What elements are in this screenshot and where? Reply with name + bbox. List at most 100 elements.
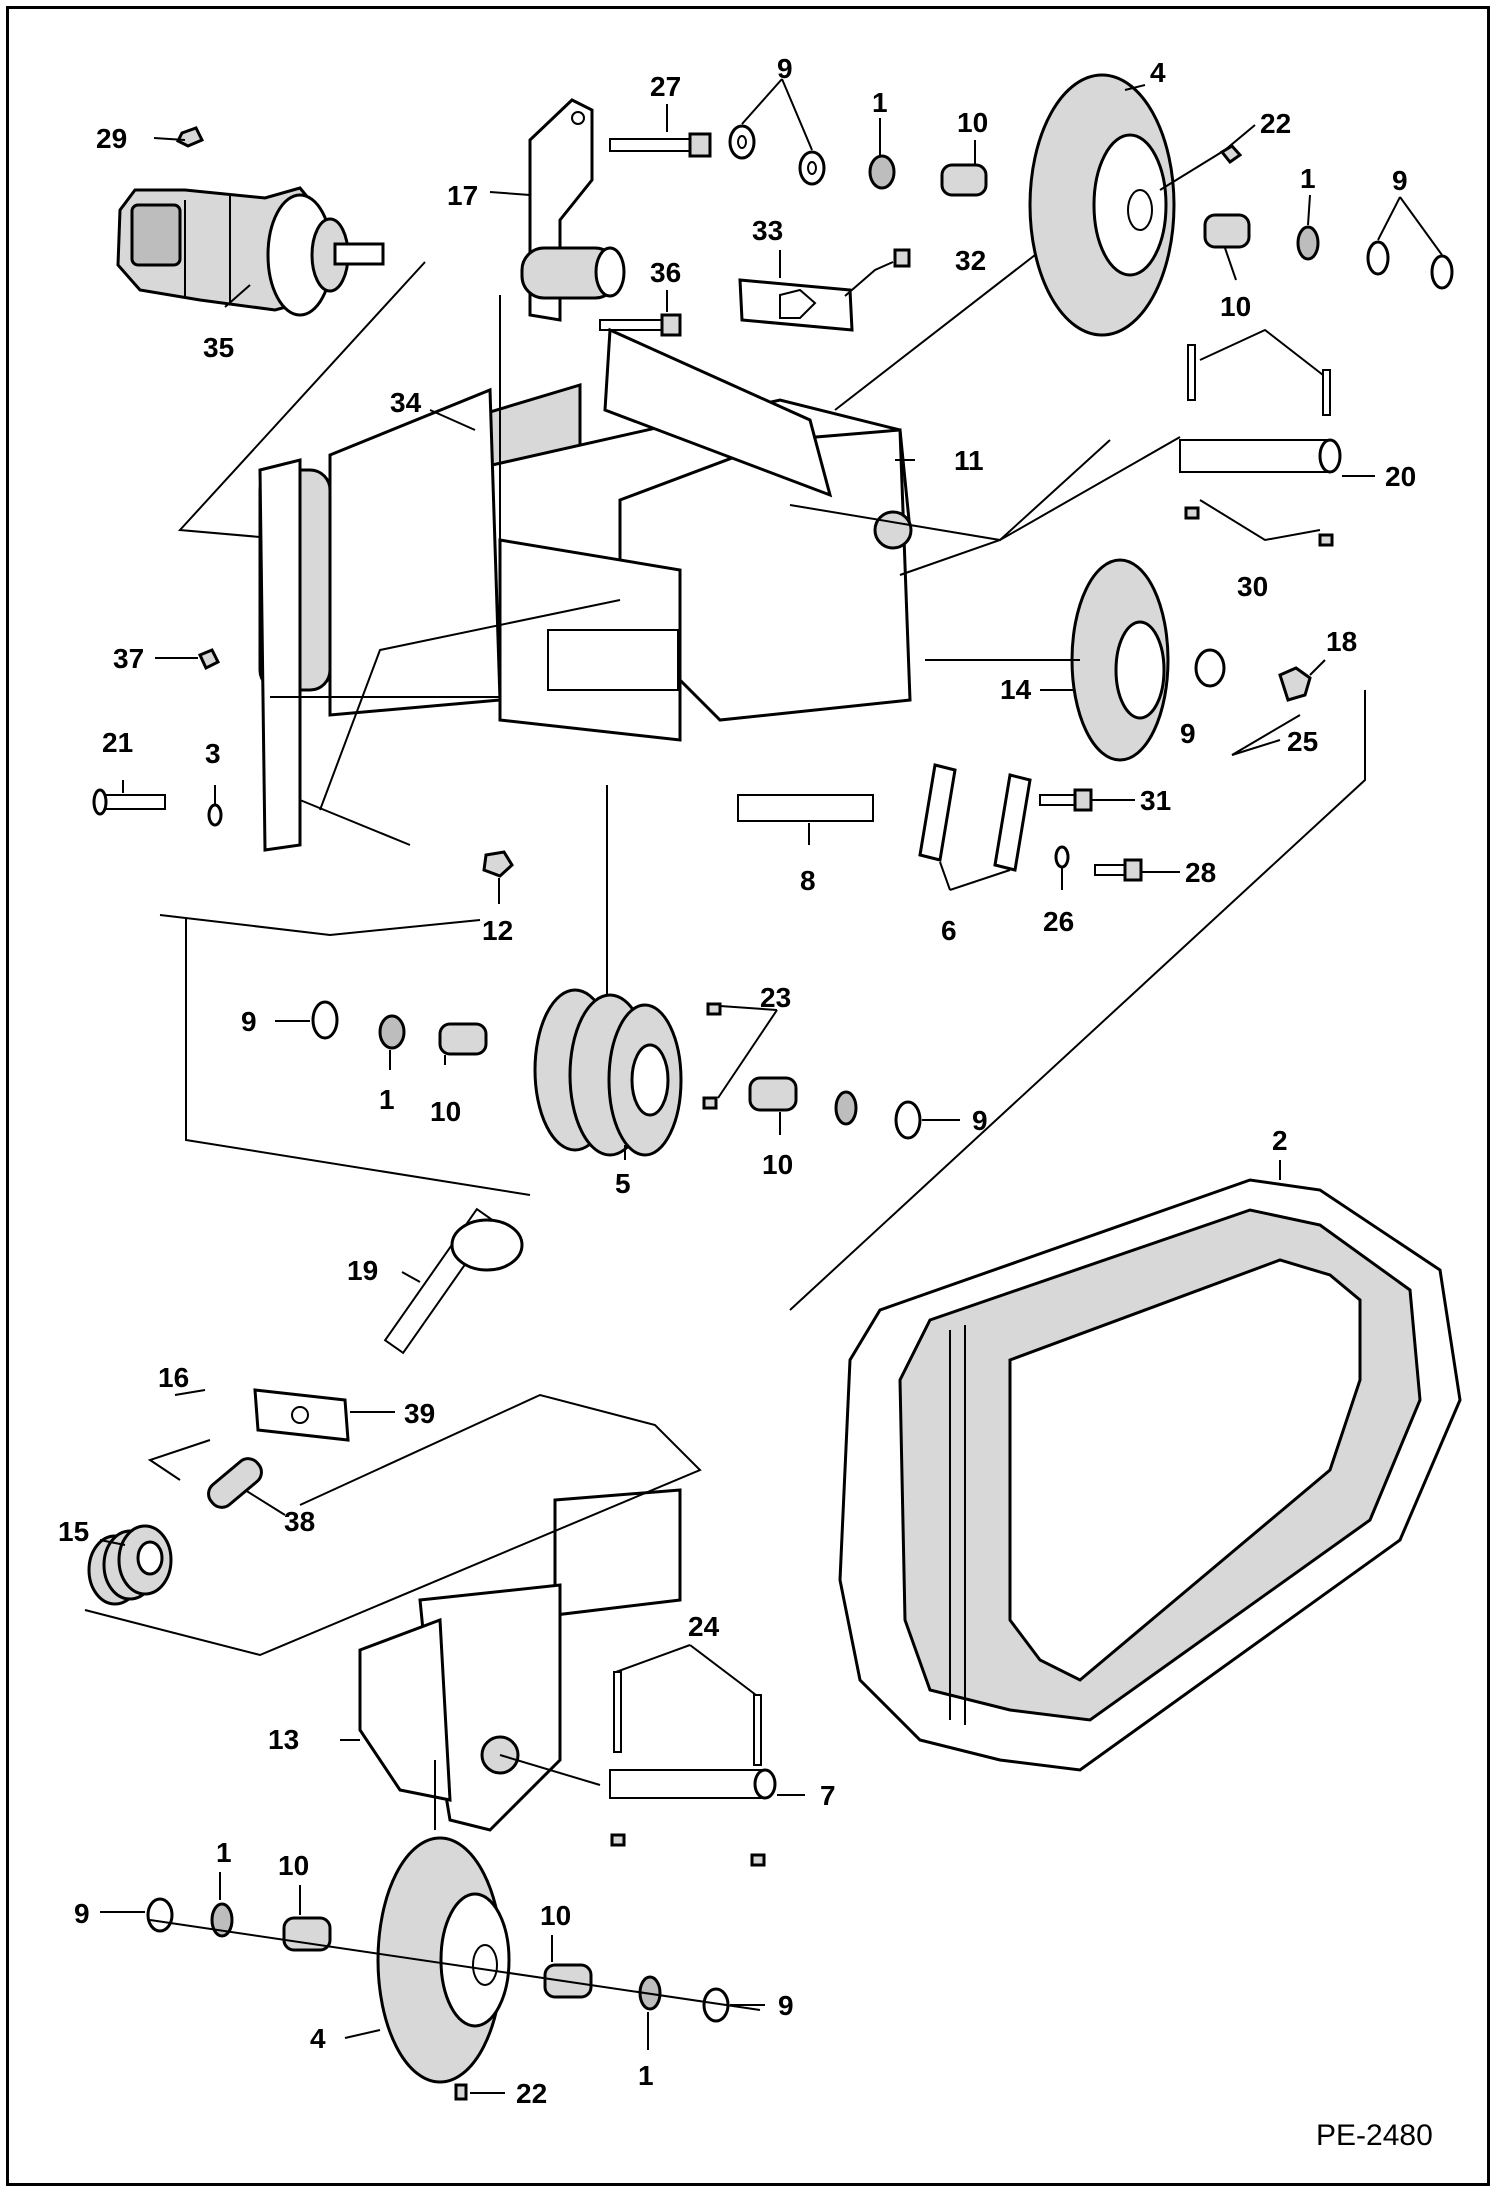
bearing-1-mid-a: [378, 1014, 406, 1050]
bolt-36: [599, 313, 682, 337]
callout-35: 35: [203, 332, 234, 363]
cotter-pin-25: [1231, 714, 1301, 756]
callout-31: 31: [1140, 785, 1171, 816]
callout-17: 17: [447, 180, 478, 211]
bolt-27: [609, 132, 712, 158]
callout-9-bot-right: 9: [778, 1990, 794, 2021]
callout-9-mid-left: 9: [241, 1006, 257, 1037]
spacer-38: [207, 1457, 263, 1509]
bushing-10-mid-a: [438, 1022, 488, 1056]
links-6: [918, 763, 1032, 872]
callout-10-top: 10: [957, 107, 988, 138]
callout-37: 37: [113, 643, 144, 674]
washer-9-top-b: [798, 150, 826, 186]
spring-plate-39: [253, 1388, 350, 1442]
callout-9-top-right: 9: [1392, 165, 1408, 196]
callout-1-bot-left: 1: [216, 1837, 232, 1868]
callout-33: 33: [752, 215, 783, 246]
bolts-30: [1184, 344, 1334, 547]
callout-20: 20: [1385, 461, 1416, 492]
bracket-33: [738, 278, 854, 332]
nut-18: [1278, 666, 1312, 702]
pin-20: [1179, 438, 1342, 474]
callout-9-top: 9: [777, 53, 793, 84]
callout-11: 11: [954, 445, 984, 476]
washer-9-bot-a: [146, 1897, 174, 1933]
washer-9-top-d: [1430, 254, 1454, 290]
callout-27: 27: [650, 71, 681, 102]
bolt-32: [893, 248, 911, 268]
yoke-13: [358, 1488, 682, 1832]
callout-1-mid: 1: [379, 1084, 395, 1115]
leader-lines: [99, 78, 1443, 2094]
callout-1-top-right: 1: [1300, 163, 1316, 194]
drive-motor: [116, 186, 385, 317]
washer-26: [1054, 845, 1070, 869]
callout-34: 34: [390, 387, 422, 418]
callout-labels: 29 35 17 27 36 9 1 10 4 22 1 9 10 33 32 …: [58, 53, 1416, 2109]
bolt-31: [1039, 788, 1093, 812]
callout-7: 7: [820, 1780, 836, 1811]
page-border: [6, 6, 1490, 2186]
callout-29: 29: [96, 123, 127, 154]
callout-21: 21: [102, 727, 133, 758]
bushing-10-top-a: [940, 163, 988, 197]
drawing-reference-number: PE-2480: [1316, 2119, 1433, 2152]
grease-fittings-23: [702, 1002, 722, 1110]
roller-5: [533, 988, 683, 1157]
callout-9-sprocket: 9: [1180, 718, 1196, 749]
bolts-24: [610, 1671, 766, 1867]
callout-22-bot: 22: [516, 2078, 547, 2109]
callout-10-mid-right: 10: [762, 1149, 793, 1180]
callout-5: 5: [615, 1168, 631, 1199]
bolt-28: [1094, 858, 1143, 882]
bolt-21: [92, 788, 166, 816]
callout-14: 14: [1000, 674, 1032, 705]
callout-4-top: 4: [1150, 57, 1166, 88]
axle-19: [383, 1207, 524, 1355]
motor-nut: [175, 126, 205, 148]
callout-10-bot-right: 10: [540, 1900, 571, 1931]
callout-24: 24: [688, 1611, 720, 1642]
callout-22-top: 22: [1260, 108, 1291, 139]
callout-9-mid-right: 9: [972, 1105, 988, 1136]
callout-39: 39: [404, 1398, 435, 1429]
side-plate-37: [197, 458, 302, 852]
callout-12: 12: [482, 915, 513, 946]
callout-1-bot-right: 1: [638, 2060, 654, 2091]
callout-2: 2: [1272, 1125, 1288, 1156]
callout-26: 26: [1043, 906, 1074, 937]
bushing-10-top-b: [1203, 213, 1251, 249]
top-mount-plate: [520, 98, 626, 322]
grease-fitting-22-top: [1219, 144, 1243, 165]
nut-12: [482, 850, 514, 878]
callout-10-mid-left: 10: [430, 1096, 461, 1127]
bearing-1-mid-b: [834, 1090, 858, 1126]
bushing-10-mid-b: [748, 1076, 798, 1112]
callout-32: 32: [955, 245, 986, 276]
callout-9-bot-left: 9: [74, 1898, 90, 1929]
callout-30: 30: [1237, 571, 1268, 602]
callout-19: 19: [347, 1255, 378, 1286]
assembly-guide-lines: [84, 254, 1366, 2011]
callout-25: 25: [1287, 726, 1318, 757]
pin-8: [737, 794, 874, 822]
washer-9-mid-b: [894, 1100, 922, 1140]
callout-23: 23: [760, 982, 791, 1013]
callout-10-bot-left: 10: [278, 1850, 309, 1881]
spring-15: [87, 1524, 173, 1606]
bearing-1-bot-a: [210, 1902, 234, 1938]
callout-3: 3: [205, 738, 221, 769]
callout-28: 28: [1185, 857, 1216, 888]
idler-wheel-4-top: [1028, 73, 1176, 337]
callout-36: 36: [650, 257, 681, 288]
callout-15: 15: [58, 1516, 89, 1547]
callout-38: 38: [284, 1506, 315, 1537]
callout-4-bot: 4: [310, 2023, 326, 2054]
callout-10-top-right: 10: [1220, 291, 1251, 322]
grease-fitting-22-bot: [454, 2083, 468, 2101]
washer-9-top-a: [728, 124, 756, 160]
callout-16: 16: [158, 1362, 189, 1393]
